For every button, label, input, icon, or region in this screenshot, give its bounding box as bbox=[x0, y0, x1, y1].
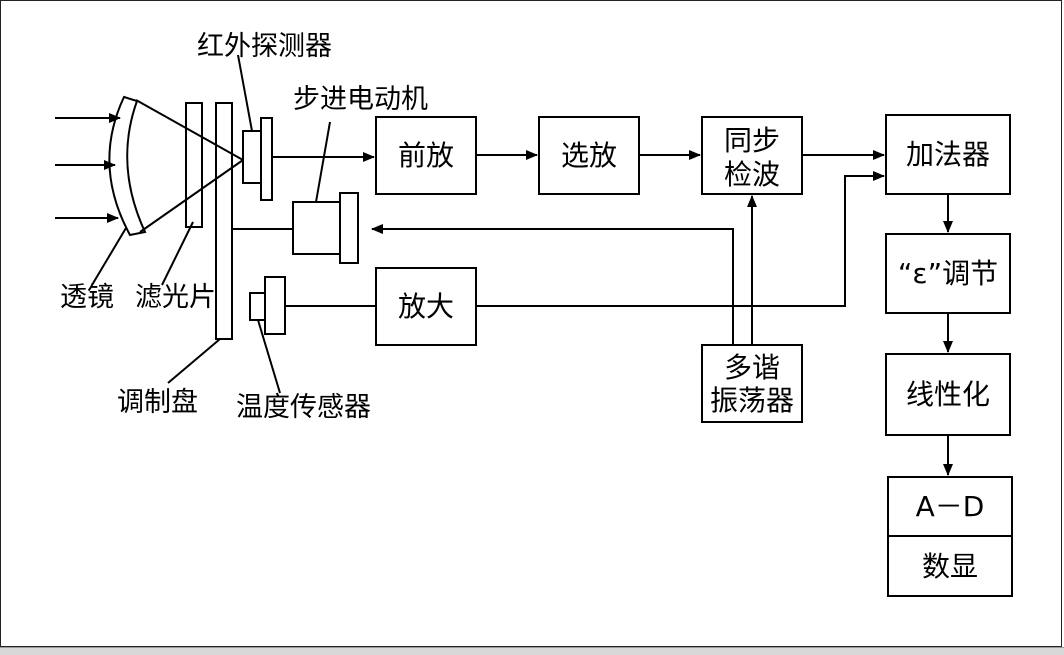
leader-temp-sensor bbox=[257, 319, 281, 394]
bottom-edge-bar bbox=[0, 647, 1064, 655]
leader-stepper-motor bbox=[315, 121, 331, 203]
arrow-amp-to-adder bbox=[476, 171, 885, 307]
leader-filter bbox=[161, 221, 194, 286]
sync-detector-text-1: 同步 bbox=[724, 124, 780, 157]
chopper-disk bbox=[215, 102, 233, 340]
ir-detector-body bbox=[242, 130, 262, 184]
lens-shape bbox=[108, 95, 147, 237]
label-filter: 滤光片 bbox=[135, 282, 216, 313]
multivibrator-text-1: 多谐 bbox=[724, 351, 780, 384]
arrow-multivibrator-to-motor bbox=[371, 224, 734, 345]
label-chopper: 调制盘 bbox=[117, 387, 198, 418]
filter-plate bbox=[185, 102, 203, 228]
adder-text: 加法器 bbox=[906, 138, 990, 171]
temp-sensor-back bbox=[264, 276, 286, 335]
focus-ray-top bbox=[135, 99, 244, 161]
temp-sensor-body bbox=[249, 292, 266, 321]
linearize-text: 线性化 bbox=[906, 378, 990, 411]
stepper-motor-end bbox=[339, 192, 359, 264]
selective-amp-text: 选放 bbox=[561, 139, 617, 172]
leader-lens bbox=[91, 227, 127, 286]
epsilon-adjust-text: “ε”调节 bbox=[898, 257, 998, 290]
label-temp-sensor: 温度传感器 bbox=[236, 392, 371, 423]
preamp-text: 前放 bbox=[398, 139, 454, 172]
leader-ir-detector bbox=[237, 54, 253, 132]
label-stepper-motor: 步进电动机 bbox=[293, 84, 428, 115]
ir-detector-back bbox=[260, 117, 273, 201]
stepper-motor-body bbox=[292, 201, 341, 255]
focus-ray-bottom bbox=[139, 159, 244, 233]
leader-chopper bbox=[167, 338, 221, 384]
multivibrator-text-2: 振荡器 bbox=[710, 384, 794, 417]
label-ir-detector: 红外探测器 bbox=[197, 31, 332, 62]
amplifier-text: 放大 bbox=[398, 290, 454, 323]
label-lens: 透镜 bbox=[60, 282, 114, 313]
sync-detector-text-2: 检波 bbox=[724, 158, 780, 191]
ad-text: A－D bbox=[916, 490, 985, 523]
display-text: 数显 bbox=[922, 550, 978, 583]
